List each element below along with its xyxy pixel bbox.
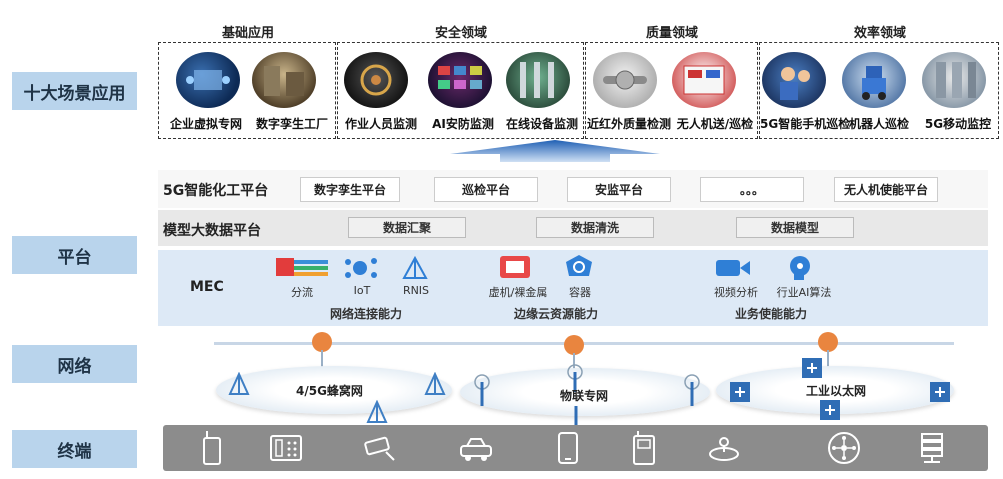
video-analysis-icon [716,260,750,276]
category-box-quality [585,42,758,139]
network-label-ethernet: 工业以太网 [806,384,867,398]
mec-title: MEC [190,279,224,295]
thumb-nir-inspection [593,52,657,108]
ethernet-switch-icon [730,382,750,402]
layer-label-scenes: 十大场景应用 [12,72,137,110]
sensor-icon [709,437,739,461]
scene-caption: 5G智能手机巡检 [760,117,851,131]
mec-icon-label: 分流 [291,286,313,299]
cell-tower-icon [366,400,388,423]
smartphone-icon [558,432,578,464]
category-title-quality: 质量领域 [645,26,698,41]
thumb-worker-monitor [344,52,408,108]
category-title-efficiency: 效率领域 [853,26,906,41]
cctv-camera-icon [364,436,395,461]
ethernet-switch-icon [930,382,950,402]
rnis-antenna-icon [402,255,428,279]
mec-icon-label: 行业AI算法 [776,286,832,299]
network-node-dot [312,332,332,352]
network-node-dot [564,335,584,355]
iot-tower-icon [567,364,583,392]
scene-caption: 机器人巡检 [848,117,909,131]
scene-caption: 无人机送/巡检 [676,117,754,131]
cellular-network-ellipse [216,366,452,414]
scene-caption: AI安防监测 [432,117,494,131]
node-connector [827,350,829,372]
scene-caption: 作业人员监测 [344,117,417,131]
mec-group-network: 网络连接能力 [330,307,403,321]
layer-label-terminal: 终端 [12,430,137,468]
category-box-safety [337,42,584,139]
mec-icon-label: 容器 [569,286,591,299]
scene-caption: 在线设备监测 [505,117,578,131]
scene-caption: 5G移动监控 [924,117,992,131]
node-connector [573,353,575,371]
mec-icon-label: RNIS [402,284,430,297]
platform-5g-title: 5G智能化工平台 [163,183,269,199]
platform-box-safety: 安监平台 [567,177,671,202]
thumb-drone [672,52,736,108]
bigdata-title: 模型大数据平台 [163,223,261,239]
scene-caption: 企业虚拟专网 [169,117,242,131]
walkie-talkie-icon [203,431,221,465]
layer-label-network: 网络 [12,345,137,383]
iot-tower-icon [474,374,490,406]
node-connector [321,350,323,370]
industrial-phone-icon [270,435,302,461]
mec-group-business: 业务使能能力 [735,307,808,321]
network-label-iot: 物联专网 [560,389,609,403]
thumb-digital-twin [252,52,316,108]
bigdata-box-cleaning: 数据清洗 [536,217,654,238]
ethernet-switch-icon [802,358,822,378]
vehicle-icon [460,438,492,461]
iot-tower-icon [684,374,700,406]
iot-network-ellipse [460,368,710,416]
explosion-proof-phone-icon [633,431,655,465]
network-node-dot [818,332,838,352]
vm-baremetal-icon [500,256,530,278]
ai-algorithm-icon [790,256,810,280]
platform-box-digital-twin: 数字孪生平台 [300,177,400,202]
category-title-safety: 安全领域 [434,26,487,41]
scene-caption: 近红外质量检测 [586,117,671,131]
platform-box-ellipsis: 。。。 [700,177,804,202]
mec-icon-label: IoT [353,284,371,297]
network-label-cellular: 4/5G蜂窝网 [296,384,363,398]
traffic-split-icon [276,258,328,276]
platform-box-drone: 无人机使能平台 [834,177,938,202]
network-backbone-line [214,342,954,345]
scene-caption: 数字孪生工厂 [255,117,328,131]
ethernet-switch-icon [820,400,840,420]
thumb-mobile-monitor [922,52,986,108]
mec-icon-label: 虚机/裸金属 [488,286,548,299]
iot-tower-icon [574,406,578,426]
thumb-robot [842,52,906,108]
category-title-basic: 基础应用 [221,26,274,41]
cell-tower-icon [228,372,250,395]
thumb-phone-inspection [762,52,826,108]
mec-group-edge-cloud: 边缘云资源能力 [514,307,599,321]
bigdata-box-aggregation: 数据汇聚 [348,217,466,238]
thumb-equipment-monitor [506,52,570,108]
iot-icon [345,258,377,278]
cell-tower-icon [424,372,446,395]
thumb-ai-security [428,52,492,108]
up-arrow-icon [450,140,660,162]
container-icon [566,255,592,276]
mec-icon-label: 视频分析 [714,286,758,299]
thumb-virtual-network [176,52,240,108]
layer-label-platform: 平台 [12,236,137,274]
category-box-basic [158,42,336,139]
iot-hub-icon [828,432,860,464]
bigdata-box-model: 数据模型 [736,217,854,238]
platform-box-inspection: 巡检平台 [434,177,538,202]
category-box-efficiency [759,42,999,139]
server-icon [921,433,943,463]
